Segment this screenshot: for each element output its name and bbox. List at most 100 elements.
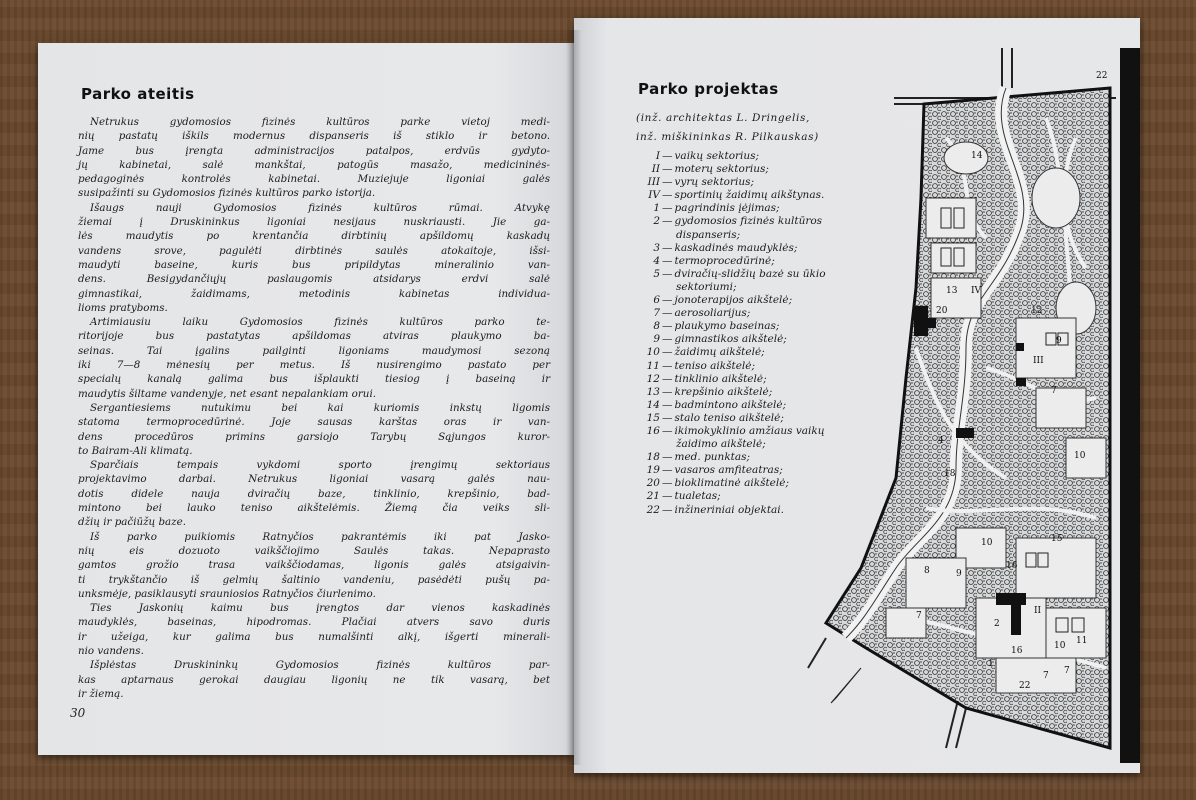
text-line: statoma termoprocedūrinė. Joje sausas ka… [78,416,550,429]
text-line: to Bairam-Ali klimatą. [78,444,193,457]
left-page-body: Netrukus gydomosios fizinės kultūros par… [78,115,550,701]
legend-number: 2 [653,215,660,228]
map-label: 20 [936,306,948,316]
text-line: nių pastatų iškils modernus dispanseris … [78,130,550,143]
legend-text: moterų sektorius; [674,163,769,176]
legend-number: 14 [646,398,660,411]
text-line: iki 7—8 mėnesių per metus. Iš nusirengim… [78,359,550,372]
text-line: žiemai į Druskininkus ligoniai nesijaus … [78,216,550,229]
project-credits: (inž. architektas L. Dringelis, inž. miš… [636,109,819,147]
legend-text: vasaros amfiteatras; [674,464,783,477]
map-label: 15 [1051,534,1063,544]
text-line: ir žiemą. [78,687,124,700]
left-page-title: Parko ateitis [81,85,195,103]
legend-number: 5 [653,267,660,280]
map-label: 18 [944,469,956,479]
book-spine [566,30,582,765]
legend-text: vyrų sektorius; [674,176,755,189]
legend-text: teniso aikštelė; [674,359,756,372]
legend-item: 8—plaukymo baseinas; [636,320,826,333]
legend-item: 14—badmintono aikštelė; [636,399,826,412]
legend-dash: — [662,333,673,346]
legend-continuation: sektoriumi; [676,280,737,293]
text-line: Sergantiesiems nutukimu bei kai kuriomis… [90,401,550,414]
map-border-strip [1120,48,1140,763]
credit-line: (inž. architektas L. Dringelis, [636,112,810,124]
map-label: 13 [946,286,958,296]
right-page-title: Parko projektas [638,80,779,98]
text-line: lioms pratyboms. [78,301,168,314]
legend-text: dviračių-slidžių bazė su ūkio [674,267,826,280]
map-label: 14 [971,151,983,161]
legend-number: 22 [646,503,660,516]
legend-item: 16—ikimokyklinio amžiaus vaikų [636,425,826,438]
legend-text: gimnastikos aikštelė; [674,333,787,346]
map-label: 11 [1076,636,1087,646]
legend-dash: — [662,359,673,372]
legend-number: III [647,176,660,189]
legend-dash: — [662,372,673,385]
credit-line: inž. miškininkas R. Pilkauskas) [636,131,819,143]
legend-number: 21 [646,490,660,503]
legend-item: 12—tinklinio aikštelė; [636,373,826,386]
legend-number: 4 [653,254,660,267]
legend-item: IV—sportinių žaidimų aikštynas. [636,189,826,202]
legend-dash: — [662,163,673,176]
legend-item: 10—žaidimų aikštelė; [636,346,826,359]
legend-dash: — [662,490,673,503]
text-line: Artimiausiu laiku Gydomosios fizinės kul… [90,316,550,329]
legend-number: 15 [646,411,660,424]
legend-dash: — [662,411,673,424]
legend-item: 22—inžineriniai objektai. [636,504,826,517]
legend-number: 12 [646,372,660,385]
legend-dash: — [662,307,673,320]
map-label: 9 [956,569,962,579]
legend-item: 3—kaskadinės maudyklės; [636,242,826,255]
legend-number: 10 [646,346,660,359]
legend-number: 11 [646,359,660,372]
legend-text: pagrindinis įėjimas; [674,202,780,215]
map-label: III [1033,356,1044,366]
legend-item: 15—stalo teniso aikštelė; [636,412,826,425]
map-label: 16 [1011,646,1023,656]
legend-number: I [655,150,660,162]
map-label: 10 [1074,451,1086,461]
legend-number: 7 [653,307,660,320]
legend-item: 2—gydomosios fizinės kultūros [636,215,826,228]
legend-dash: — [662,202,673,215]
north-arrow-icon [830,667,862,704]
text-line: Išaugs nauji Gydomosios fizinės kultūros… [90,201,550,214]
legend-item: I—vaikų sektorius; [636,150,826,163]
legend-continuation: dispanseris; [676,228,741,241]
text-line: Netrukus gydomosios fizinės kultūros par… [90,116,550,128]
map-label: 7 [1051,386,1057,396]
map-label: 4 [938,436,944,446]
legend-text: žaidimų aikštelė; [674,346,765,359]
text-line: ritorijoje bus pastatytas apšildomas atv… [78,330,550,343]
text-line: Išplėstas Druskininkų Gydomosios fizinės… [90,659,550,672]
legend-number: II [651,163,660,176]
text-line: maudytis šiltame vandenyje, net esant ne… [78,387,377,400]
page-number: 30 [70,706,86,720]
legend-dash: — [662,241,673,254]
legend-text: stalo teniso aikštelė; [674,411,784,424]
legend-dash: — [662,215,673,228]
map-label: 7 [1064,666,1070,676]
map-label: 12 [1031,306,1042,316]
map-label: 22 [1096,71,1107,81]
legend-item: 18—med. punktas; [636,451,826,464]
legend-dash: — [662,424,673,437]
legend-number: 20 [646,477,660,490]
text-line: ti trykštančio iš gelmių šaltinio vanden… [78,573,550,586]
text-line: džių ir pačiūžų baze. [78,516,186,529]
text-line: jų kabinetai, salė mankštai, patogūs mas… [78,158,550,171]
map-label: 10 [1054,641,1066,651]
text-line: Sparčiais tempais vykdomi sporto įrengim… [90,459,550,472]
legend-dash: — [662,503,673,516]
map-label: 5 [918,311,924,321]
legend-text: tualetas; [674,490,721,503]
legend-dash: — [662,451,673,464]
legend-item: 7—aerosoliarijus; [636,307,826,320]
left-page: Parko ateitis Netrukus gydomosios fizinė… [38,43,574,755]
